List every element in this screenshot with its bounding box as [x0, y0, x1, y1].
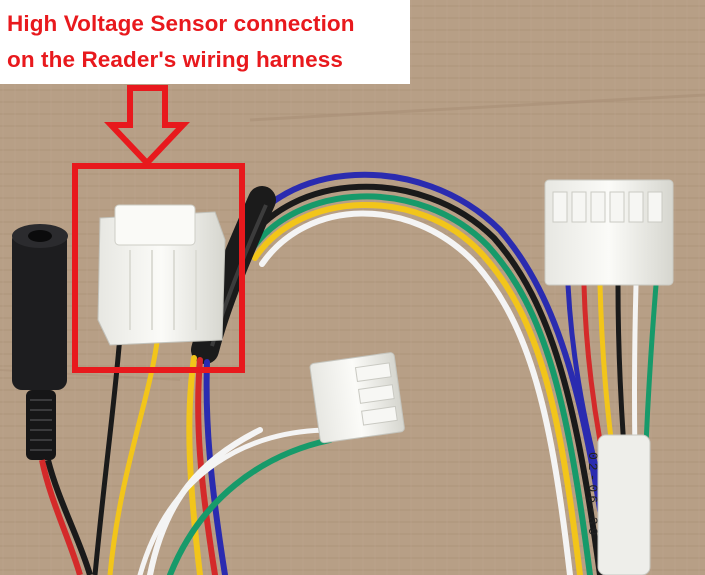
- label-sleeve: [597, 434, 651, 575]
- high-voltage-sensor-connector: [92, 204, 226, 575]
- three-pin-connector: [309, 352, 405, 444]
- down-arrow: [104, 85, 190, 168]
- sleeve-label-text: 02-06-39: [585, 452, 600, 539]
- caption-line-1: High Voltage Sensor connection: [7, 11, 355, 36]
- six-pin-connector: [544, 179, 674, 286]
- cardboard-crease: [249, 93, 705, 122]
- lower-left-wires: [137, 355, 333, 575]
- caption-line-2: on the Reader's wiring harness: [7, 47, 343, 72]
- audio-jack: [12, 224, 93, 575]
- caption-box: High Voltage Sensor connection on the Re…: [0, 0, 410, 84]
- highlight-box: [72, 163, 245, 373]
